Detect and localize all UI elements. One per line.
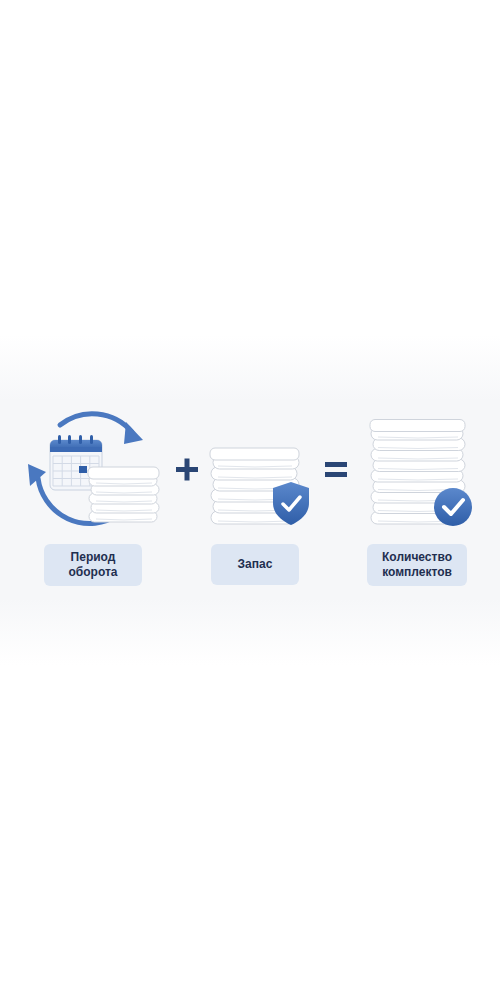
label-box: Запас: [211, 544, 299, 585]
check-badge: [434, 488, 472, 526]
equals-sign: [325, 462, 347, 477]
label-text: Количество комплектов: [377, 550, 457, 580]
label-box: Период оборота: [44, 544, 142, 586]
shield-icon: [273, 482, 309, 525]
label-text: Период оборота: [55, 550, 131, 580]
arrow-head: [28, 464, 46, 486]
label-box: Количество комплектов: [367, 544, 467, 586]
arrow-head: [124, 422, 143, 444]
label-text: Запас: [220, 557, 290, 572]
towel-stack: [88, 467, 159, 522]
plus-sign: [176, 459, 198, 481]
